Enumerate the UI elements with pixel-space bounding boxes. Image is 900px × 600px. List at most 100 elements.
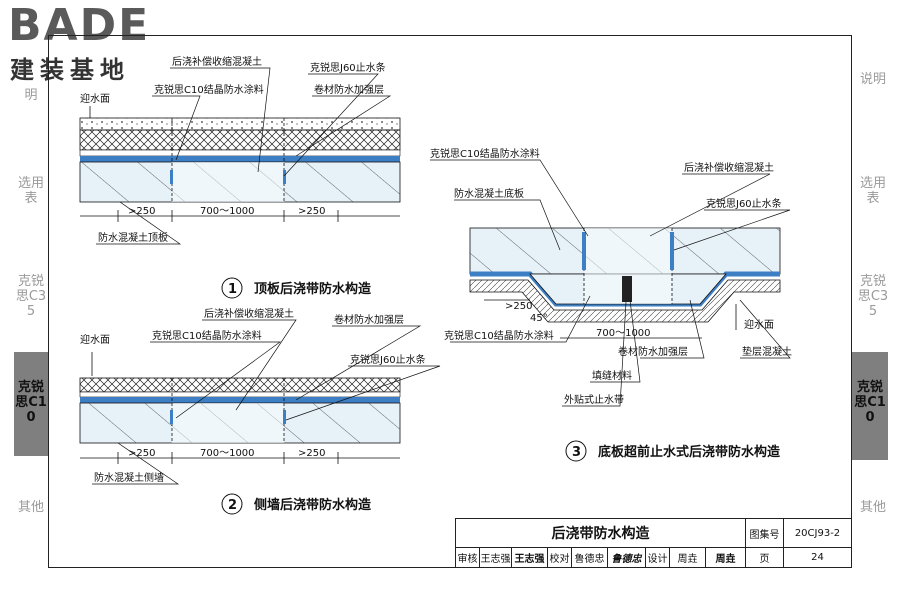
label-water-face: 迎水面: [744, 319, 774, 331]
page-number: 24: [784, 547, 852, 568]
membrane-layer: [80, 156, 400, 162]
side-tab-label: 其他: [859, 500, 886, 515]
side-tab-label: 选用表: [859, 176, 886, 206]
dim-left: >250: [128, 206, 155, 217]
screed-layer: [79, 391, 401, 398]
label-filler: 填缝材料: [592, 369, 632, 382]
coating-right: [670, 232, 674, 270]
coating-left: [582, 232, 586, 270]
side-tab-right-1[interactable]: 选用表: [856, 170, 890, 232]
check-label: 校对: [548, 547, 572, 568]
detail-number-circle: [221, 277, 243, 299]
side-tab-right-3[interactable]: 克锐思C10: [852, 352, 888, 460]
label-membrane: 卷材防水加强层: [334, 313, 404, 326]
detail-title: 底板超前止水式后浇带防水构造: [598, 444, 781, 460]
label-membrane: 卷材防水加强层: [618, 345, 688, 358]
checker-signature: 鲁德忠: [608, 547, 646, 568]
leader-base-slab: [454, 199, 561, 251]
designer-signature: 周垚: [706, 547, 746, 568]
leader-waterstop: [283, 73, 379, 177]
detail-3-base-slab: >250 45° 700～1000 克锐思C10结晶防水涂料 后浇补偿收缩混凝土…: [430, 147, 792, 462]
side-tab-right-4[interactable]: 其他: [856, 496, 890, 534]
drawing-frame: [48, 35, 852, 568]
side-tab-label: 选用表: [17, 176, 44, 206]
dim-left: >250: [128, 448, 155, 459]
leader-coating-top: [430, 159, 589, 237]
label-membrane: 卷材防水加强层: [314, 83, 384, 96]
side-tab-label: 克锐思C10: [854, 380, 886, 425]
side-tab-left-2[interactable]: 克锐思C35: [14, 268, 48, 344]
leader-membrane: [295, 95, 392, 157]
side-tab-left-4[interactable]: 其他: [14, 496, 48, 534]
leader-coating-bottom: [450, 295, 591, 343]
label-c10-coating-top: 克锐思C10结晶防水涂料: [430, 147, 540, 160]
dim-left: >250: [505, 301, 532, 312]
waterstop-right: [283, 410, 286, 424]
label-post-pour-concrete: 后浇补偿收缩混凝土: [684, 161, 774, 174]
side-tab-label: 其他: [17, 500, 44, 515]
label-water-face: 迎水面: [80, 93, 110, 105]
leader-wall: [92, 442, 180, 485]
detail-1-roof-slab: >250 700～1000 >250 后浇补偿收缩混凝土 克锐思C10结晶防水涂…: [79, 55, 401, 299]
label-c10-coating: 克锐思C10结晶防水涂料: [154, 83, 264, 96]
label-j60-waterstop: 克锐思J60止水条: [706, 197, 782, 210]
page-label: 页: [746, 547, 784, 568]
dim-middle: 700～1000: [200, 206, 255, 217]
side-tab-right-2[interactable]: 克锐思C35: [856, 268, 890, 344]
leader-membrane: [640, 299, 705, 359]
detail-number: 3: [572, 445, 581, 460]
label-base-slab: 防水混凝土底板: [454, 187, 524, 200]
side-tab-label: 说明: [859, 72, 886, 87]
post-pour-zone: [172, 162, 284, 202]
membrane-layer: [80, 397, 400, 403]
leader-waterstop: [673, 209, 791, 251]
leader-concrete: [649, 173, 771, 237]
leader-cushion: [739, 299, 791, 359]
side-tab-left-1[interactable]: 选用表: [14, 170, 48, 232]
side-tab-label: 明: [24, 88, 38, 103]
label-cushion: 垫层混凝土: [742, 345, 792, 358]
waterstop-right: [283, 170, 286, 184]
atlas-label: 图集号: [746, 519, 784, 547]
logo-brand: BADE: [8, 0, 151, 51]
cushion-concrete: [469, 279, 781, 323]
leader-slab: [96, 201, 182, 245]
insulation-layer: [79, 129, 401, 151]
detail-number: 2: [228, 498, 237, 513]
detail-number: 1: [228, 282, 237, 297]
side-tab-label: 克锐思C35: [857, 274, 889, 319]
leader-concrete: [170, 67, 271, 173]
label-c10-coating-bottom: 克锐思C10结晶防水涂料: [444, 329, 554, 342]
label-side-wall: 防水混凝土侧墙: [94, 471, 164, 484]
reviewer-name: 王志强: [480, 547, 512, 568]
detail-2-side-wall: >250 700～1000 >250 后浇补偿收缩混凝土 卷材防水加强层 克锐思…: [79, 307, 441, 515]
screed-layer: [79, 149, 401, 157]
external-waterstop: [622, 276, 632, 302]
side-tab-left-3[interactable]: 克锐思C10: [14, 352, 48, 456]
title-block: 后浇带防水构造 图集号 20CJ93-2 审核 王志强 王志强 校对 鲁德忠 鲁…: [455, 518, 852, 568]
label-post-pour-concrete: 后浇补偿收缩混凝土: [204, 307, 294, 320]
detail-title: 顶板后浇带防水构造: [254, 281, 372, 297]
drawing-title: 后浇带防水构造: [456, 519, 746, 547]
post-pour-zone: [172, 403, 284, 443]
bade-logo: BADE 建装基地: [8, 2, 178, 86]
side-tab-right-0[interactable]: 说明: [856, 68, 890, 112]
dim-right: >250: [298, 448, 325, 459]
side-tab-left-0[interactable]: 明: [14, 84, 48, 114]
side-tab-label: 克锐思C35: [15, 274, 47, 319]
label-water-face: 迎水面: [80, 334, 110, 346]
leader-filler: [590, 299, 641, 383]
atlas-number: 20CJ93-2: [784, 519, 852, 547]
label-j60-waterstop: 克锐思J60止水条: [350, 353, 426, 366]
dim-middle: 700～1000: [200, 448, 255, 459]
leader-concrete: [202, 319, 297, 411]
label-external-waterstop: 外贴式止水带: [564, 393, 624, 406]
detail-number-circle: [221, 493, 243, 515]
dim-angle: 45°: [530, 313, 548, 324]
side-tab-label: 克锐思C10: [15, 380, 47, 425]
protective-layer: [79, 117, 401, 131]
protective-layer: [79, 377, 401, 393]
waterstop-left: [170, 410, 173, 424]
designer-name: 周垚: [670, 547, 706, 568]
